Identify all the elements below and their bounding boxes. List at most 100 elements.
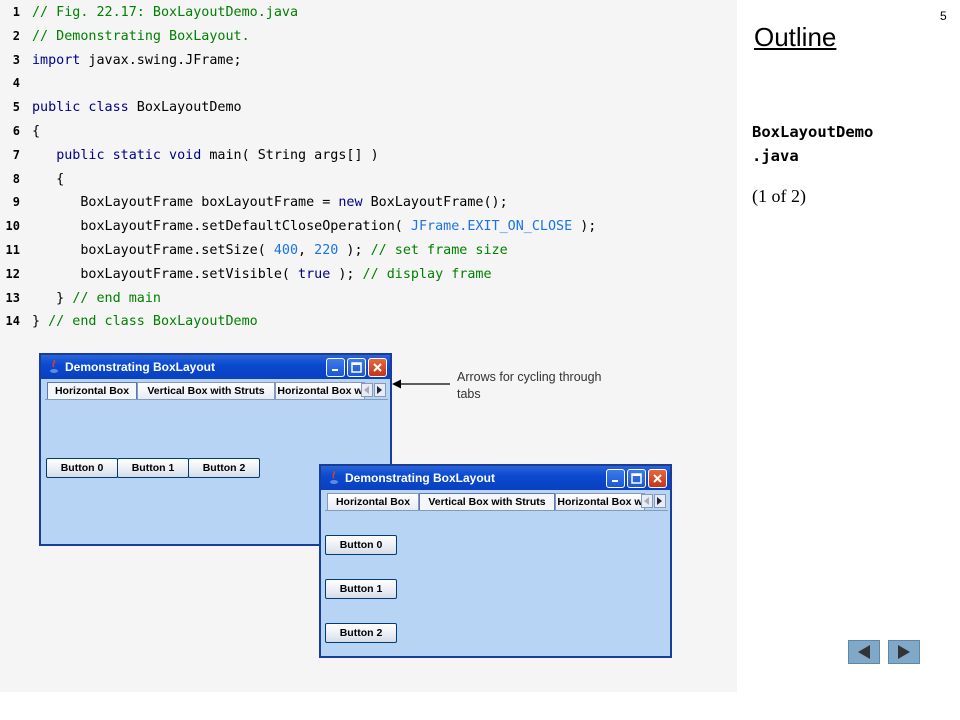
code-token-plain: boxLayoutFrame.setVisible(: [32, 266, 299, 282]
minimize-button[interactable]: [606, 468, 625, 488]
close-button[interactable]: [368, 357, 387, 377]
line-number: 1: [12, 5, 20, 19]
arrow-right-icon: [657, 497, 662, 505]
code-token-plain: }: [32, 290, 73, 306]
file-label: BoxLayoutDemo .java: [752, 120, 932, 168]
tab-strip: Horizontal Box Vertical Box with Struts …: [45, 382, 390, 400]
code-line: 7 public static void main( String args[]…: [0, 145, 737, 169]
code-token-keyword: true: [298, 266, 331, 282]
close-button[interactable]: [648, 468, 667, 488]
line-number: 4: [12, 76, 20, 91]
code-line: 11 boxLayoutFrame.setSize( 400, 220 ); /…: [0, 240, 737, 264]
code-token-comment: // Fig. 22.17: BoxLayoutDemo.java: [32, 5, 299, 20]
tab-scroll-right-button[interactable]: [654, 494, 666, 508]
previous-slide-button[interactable]: [848, 640, 880, 664]
code-token-plain: );: [572, 219, 597, 235]
window-title: Demonstrating BoxLayout: [345, 471, 496, 485]
code-token-plain: [32, 148, 56, 163]
page-number: 5: [940, 9, 947, 23]
line-number: 3: [12, 52, 20, 67]
code-line: 10 boxLayoutFrame.setDefaultCloseOperati…: [0, 216, 737, 240]
next-slide-button[interactable]: [888, 640, 920, 664]
code-token-plain: BoxLayoutFrame();: [362, 195, 508, 211]
line-number: 6: [12, 124, 20, 138]
tab-divider: [45, 399, 388, 400]
tab-scroll-left-button[interactable]: [361, 383, 373, 397]
triangle-right-icon: [898, 645, 910, 659]
line-number: 8: [12, 171, 20, 186]
code-token-plain: javax.swing.JFrame;: [80, 52, 242, 68]
code-line: 8 {: [0, 169, 737, 193]
tab-horizontal-box-glue[interactable]: Horizontal Box w: [555, 493, 645, 510]
code-token-plain: BoxLayoutDemo: [128, 100, 242, 116]
button-0[interactable]: Button 0: [46, 458, 118, 478]
swing-window-vertical: Demonstrating BoxLayout Horizontal Box V…: [319, 464, 672, 658]
code-token-comment: // end class BoxLayoutDemo: [48, 314, 258, 330]
tab-horizontal-box[interactable]: Horizontal Box: [327, 493, 419, 510]
arrow-left-icon: [364, 386, 369, 394]
code-token-keyword: public static void: [56, 147, 202, 163]
line-number: 2: [12, 28, 20, 43]
code-token-keyword: import: [32, 52, 81, 68]
code-line: 9 BoxLayoutFrame boxLayoutFrame = new Bo…: [0, 192, 737, 216]
java-cup-icon: [50, 360, 58, 373]
tab-vertical-box-with-struts[interactable]: Vertical Box with Struts: [137, 382, 275, 399]
code-token-comment: // display frame: [362, 266, 492, 282]
button-2[interactable]: Button 2: [188, 458, 260, 478]
tab-horizontal-box-glue[interactable]: Horizontal Box w: [275, 382, 365, 399]
code-token-plain: ,: [298, 243, 315, 258]
window-title: Demonstrating BoxLayout: [65, 360, 216, 374]
callout-text: Arrows for cycling through tabs: [457, 370, 602, 401]
button-1[interactable]: Button 1: [325, 579, 397, 599]
code-token-comment: // Demonstrating BoxLayout.: [32, 28, 250, 44]
code-line: 4: [0, 73, 737, 97]
code-token-plain: }: [32, 314, 49, 330]
window-titlebar: Demonstrating BoxLayout: [321, 466, 670, 490]
code-line: 6{: [0, 121, 737, 145]
close-icon: [373, 362, 382, 372]
minimize-icon: [612, 479, 618, 482]
callout-label: Arrows for cycling through tabs: [457, 369, 637, 403]
code-token-plain: main( String args[] ): [201, 147, 379, 163]
maximize-button[interactable]: [627, 468, 646, 488]
minimize-icon: [332, 368, 338, 371]
maximize-button[interactable]: [347, 357, 366, 377]
code-line: 12 boxLayoutFrame.setVisible( true ); //…: [0, 264, 737, 288]
button-0[interactable]: Button 0: [325, 535, 397, 555]
tab-strip: Horizontal Box Vertical Box with Struts …: [325, 493, 670, 511]
button-1[interactable]: Button 1: [117, 458, 189, 478]
tab-scroll-right-button[interactable]: [374, 383, 386, 397]
code-token-comment: // end main: [72, 290, 161, 306]
tab-horizontal-box[interactable]: Horizontal Box: [47, 382, 137, 399]
file-label-line2: .java: [752, 147, 799, 165]
line-number: 13: [5, 290, 20, 305]
code-token-constant: 400: [273, 243, 299, 258]
callout-arrow: [392, 379, 450, 389]
arrow-left-icon: [644, 497, 649, 505]
code-token-plain: BoxLayoutFrame boxLayoutFrame =: [32, 195, 339, 211]
page-of-label: (1 of 2): [752, 186, 806, 206]
code-token-plain: boxLayoutFrame.setSize(: [32, 243, 274, 258]
arrow-right-icon: [377, 386, 382, 394]
code-line: 3 import javax.swing.JFrame;: [0, 50, 737, 74]
java-cup-icon: [330, 471, 338, 484]
outline-title: Outline: [754, 22, 837, 52]
code-token-constant: 220: [314, 243, 339, 258]
window-titlebar: Demonstrating BoxLayout: [41, 355, 390, 379]
code-token-plain: );: [338, 243, 371, 258]
code-line: 2 // Demonstrating BoxLayout.: [0, 26, 737, 50]
minimize-button[interactable]: [326, 357, 345, 377]
line-number: 7: [12, 147, 20, 162]
code-token-plain: );: [330, 266, 363, 282]
button-2[interactable]: Button 2: [325, 623, 397, 643]
tab-vertical-box-with-struts[interactable]: Vertical Box with Struts: [419, 493, 555, 510]
line-number: 5: [12, 100, 20, 115]
maximize-icon: [351, 361, 362, 373]
close-icon: [653, 473, 662, 483]
triangle-left-icon: [858, 645, 870, 659]
line-number: 11: [5, 243, 20, 257]
code-line: 13 } // end main: [0, 288, 737, 312]
code-token-plain: {: [32, 171, 65, 187]
tab-scroll-left-button[interactable]: [641, 494, 653, 508]
